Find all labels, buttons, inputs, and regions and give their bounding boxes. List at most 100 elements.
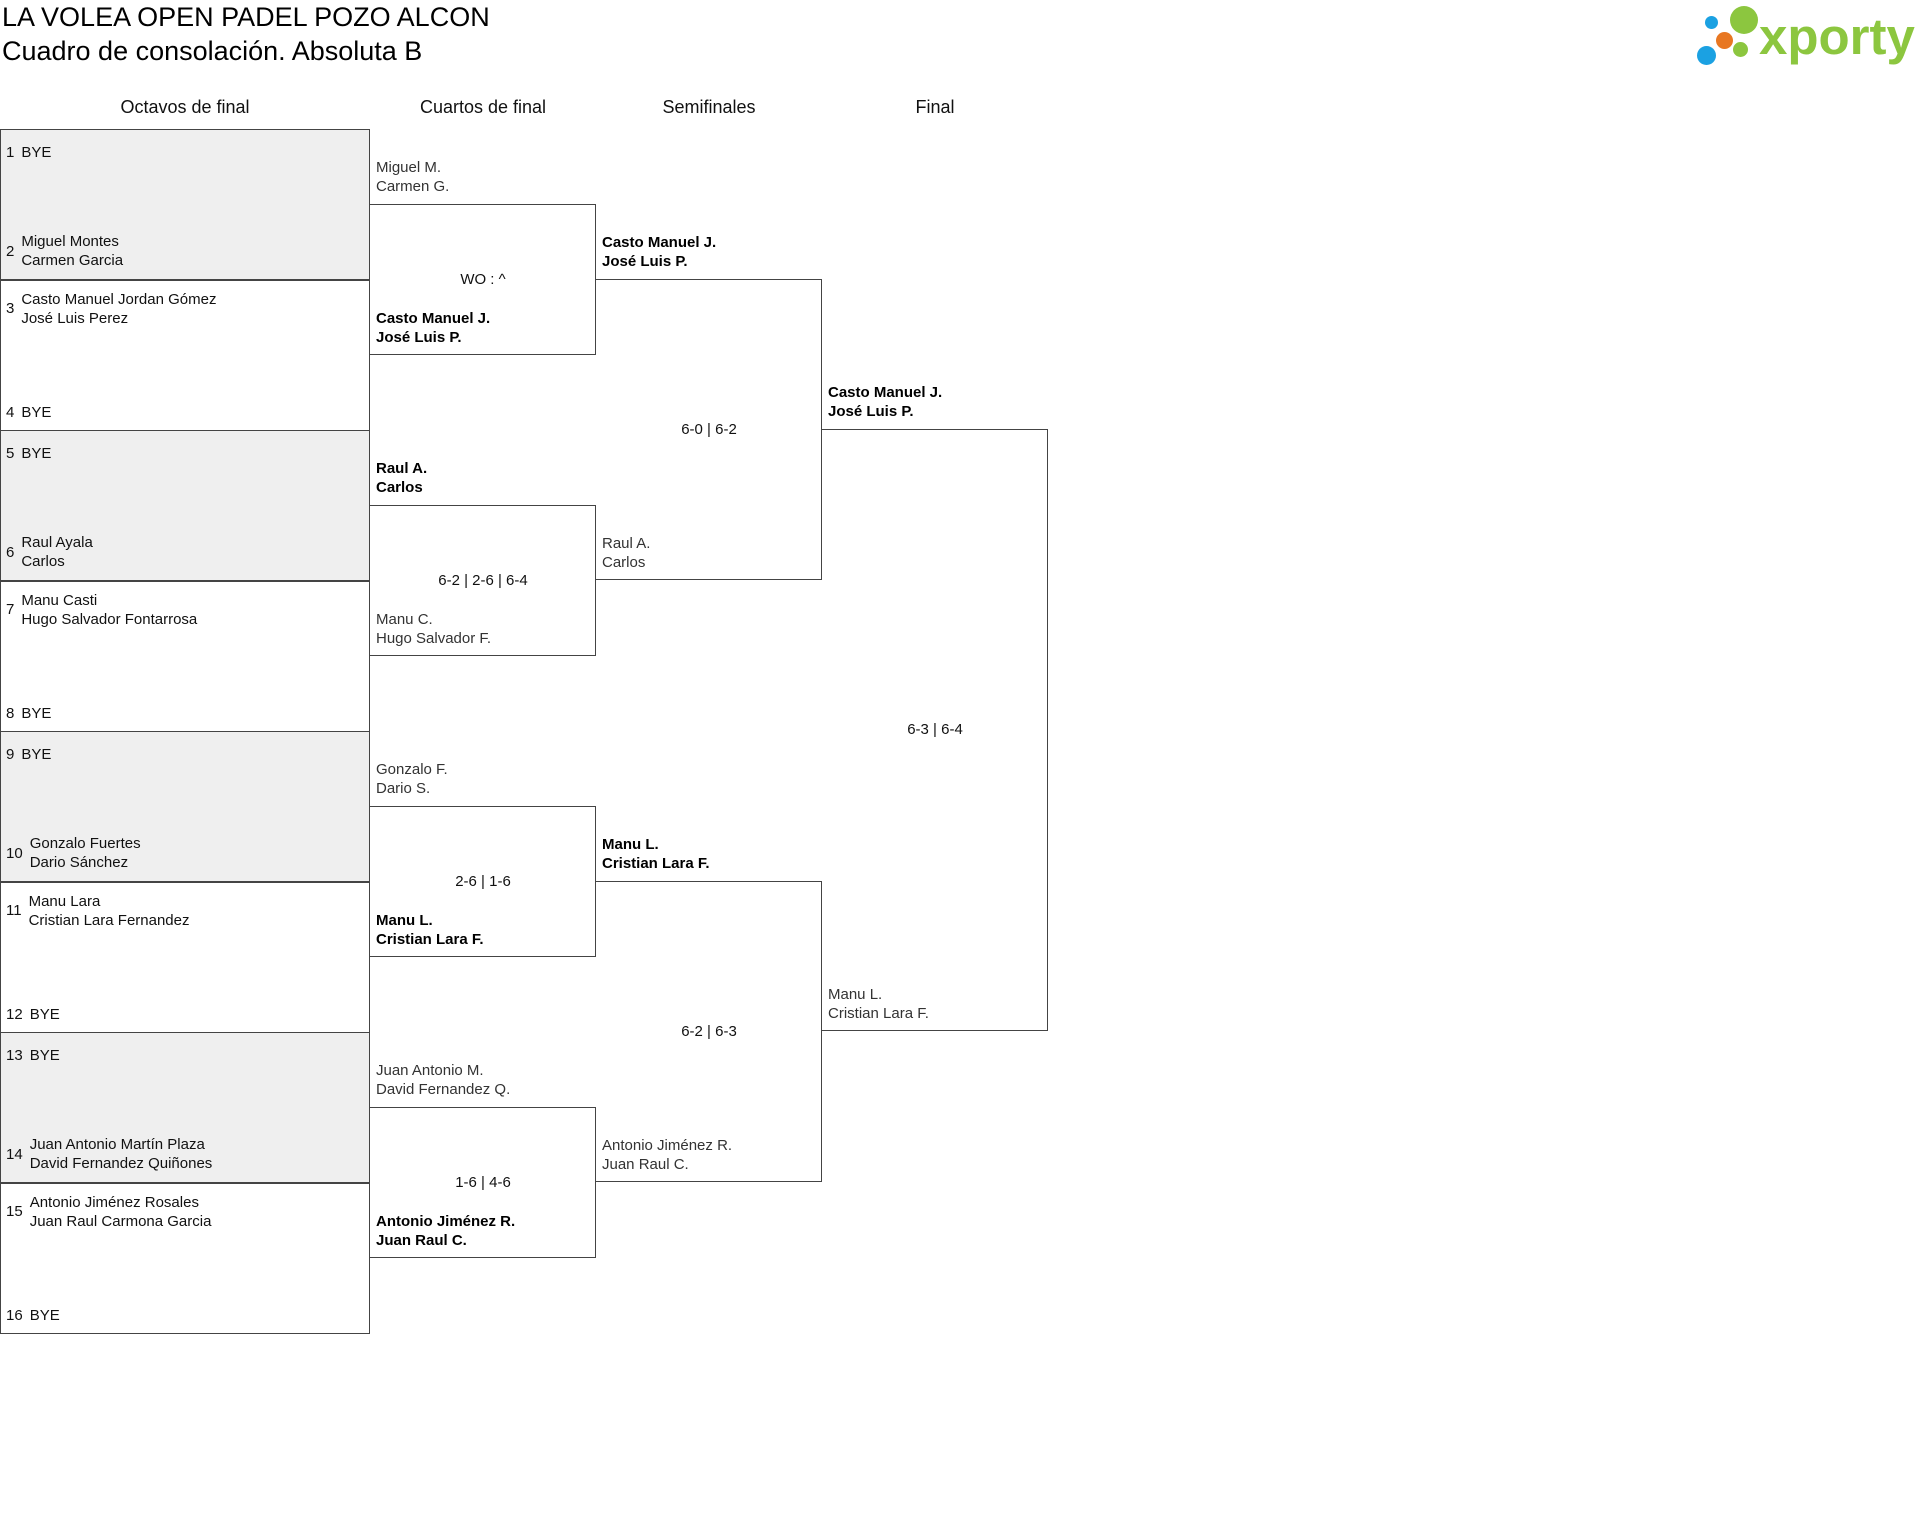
final-score: 6-3 | 6-4	[907, 721, 963, 738]
seed-number: 9	[6, 746, 15, 763]
first-round-match	[0, 1182, 370, 1334]
bye-label: BYE	[21, 445, 52, 462]
first-round-entry: 16 BYE	[6, 1306, 60, 1325]
player-name: Casto Manuel J.	[376, 310, 491, 327]
player-name: Cristian Lara Fernandez	[28, 911, 190, 929]
player-name: Raul A.	[376, 460, 428, 477]
player-name: Juan Raul Carmona Garcia	[29, 1212, 212, 1230]
player-name: José Luis P.	[602, 253, 688, 270]
xporty-logo: xporty	[1695, 4, 1920, 68]
player-name: Carlos	[21, 553, 65, 570]
quarterfinal-score: 6-2 | 2-6 | 6-4	[438, 571, 528, 589]
seed-number: 13	[6, 1047, 23, 1064]
player-name: Raul A.	[602, 535, 651, 552]
semifinal-top-pair: Casto Manuel J. José Luis P.	[602, 233, 716, 271]
bye-label: BYE	[21, 144, 52, 161]
player-name: Antonio Jiménez R.	[376, 1213, 516, 1230]
player-name: Carlos	[376, 479, 423, 496]
seed-number: 11	[6, 902, 22, 919]
first-round-entry: 13 BYE	[6, 1046, 60, 1065]
player-name: Juan Raul C.	[602, 1156, 689, 1173]
player-name: Miguel Montes	[21, 233, 119, 250]
logo-dot-icon	[1705, 16, 1718, 29]
seed-number: 16	[6, 1306, 23, 1324]
semifinal-bracket-box	[596, 881, 822, 1182]
seed-number: 15	[6, 1203, 23, 1220]
semifinal-bottom-pair: Antonio Jiménez R.Juan Raul C.	[602, 1136, 732, 1174]
round-header-cuartos: Cuartos de final	[419, 97, 547, 117]
seed-number: 1	[6, 144, 15, 161]
first-round-entry: 9 BYE	[6, 745, 51, 764]
first-round-entry: 1 BYE	[6, 143, 51, 162]
quarterfinal-bracket-box	[370, 505, 596, 656]
round-header-semifinales: Semifinales	[662, 97, 756, 117]
bye-label: BYE	[21, 746, 52, 763]
player-name: Casto Manuel J.	[602, 234, 717, 251]
round-header-octavos: Octavos de final	[120, 97, 250, 117]
quarterfinal-bottom-pair: Manu L. Cristian Lara F.	[376, 911, 484, 949]
quarterfinal-bracket-box	[370, 806, 596, 957]
semifinal-score: 6-0 | 6-2	[681, 420, 737, 438]
player-name: José Luis P.	[376, 329, 462, 346]
first-round-match	[0, 430, 370, 581]
player-name: Cristian Lara F.	[828, 1005, 929, 1022]
player-name: Juan Antonio Martín Plaza	[29, 1136, 205, 1153]
semifinal-score: 6-2 | 6-3	[681, 1022, 737, 1040]
bye-label: BYE	[29, 1005, 60, 1023]
semifinal-bracket-box	[596, 279, 822, 580]
player-name: David Fernandez Q.	[376, 1081, 511, 1098]
player-name: Gonzalo F.	[376, 761, 448, 778]
logo-dot-icon	[1697, 46, 1716, 65]
player-name: Manu L.	[376, 912, 433, 929]
logo-dot-icon	[1733, 42, 1748, 57]
final-top-pair: Casto Manuel J. José Luis P.	[828, 383, 942, 421]
final-bracket-box	[822, 429, 1048, 1031]
player-name: Manu Casti	[21, 591, 98, 609]
quarterfinal-top-pair: Raul A. Carlos	[376, 459, 427, 497]
round-header-final: Final	[915, 97, 955, 117]
bye-label: BYE	[29, 1306, 60, 1324]
player-name: Miguel M.	[376, 159, 442, 176]
seed-number: 6	[6, 543, 15, 561]
player-name: Manu C.	[376, 611, 433, 628]
quarterfinal-bottom-pair: Casto Manuel J. José Luis P.	[376, 309, 490, 347]
player-name: Carmen G.	[376, 178, 450, 195]
quarterfinal-bracket-box	[370, 204, 596, 355]
seed-number: 8	[6, 704, 15, 722]
first-round-match	[0, 129, 370, 280]
player-name: Casto Manuel J.	[828, 384, 943, 401]
player-name: Dario Sánchez	[29, 854, 129, 871]
semifinal-bottom-pair: Raul A.Carlos	[602, 534, 650, 572]
bye-label: BYE	[29, 1047, 60, 1064]
draw-subtitle: Cuadro de consolación. Absoluta B	[2, 36, 423, 66]
final-bottom-pair: Manu L. Cristian Lara F.	[828, 985, 929, 1023]
player-name: Cristian Lara F.	[376, 931, 484, 948]
player-name: Manu L.	[602, 836, 659, 853]
player-name: Manu L.	[828, 986, 883, 1003]
player-name: Antonio Jiménez Rosales	[29, 1193, 199, 1211]
logo-wordmark: xporty	[1759, 8, 1915, 65]
player-name: José Luis Perez	[21, 309, 129, 327]
seed-number: 14	[6, 1145, 23, 1163]
seed-number: 7	[6, 601, 15, 618]
player-name: Carmen Garcia	[21, 252, 124, 269]
seed-number: 2	[6, 242, 15, 260]
seed-number: 3	[6, 300, 15, 317]
quarterfinal-bottom-pair: Antonio Jiménez R.Juan Raul C.	[376, 1212, 515, 1250]
logo-dot-icon	[1730, 6, 1758, 34]
player-name: José Luis P.	[828, 403, 914, 420]
quarterfinal-bracket-box	[370, 1107, 596, 1258]
